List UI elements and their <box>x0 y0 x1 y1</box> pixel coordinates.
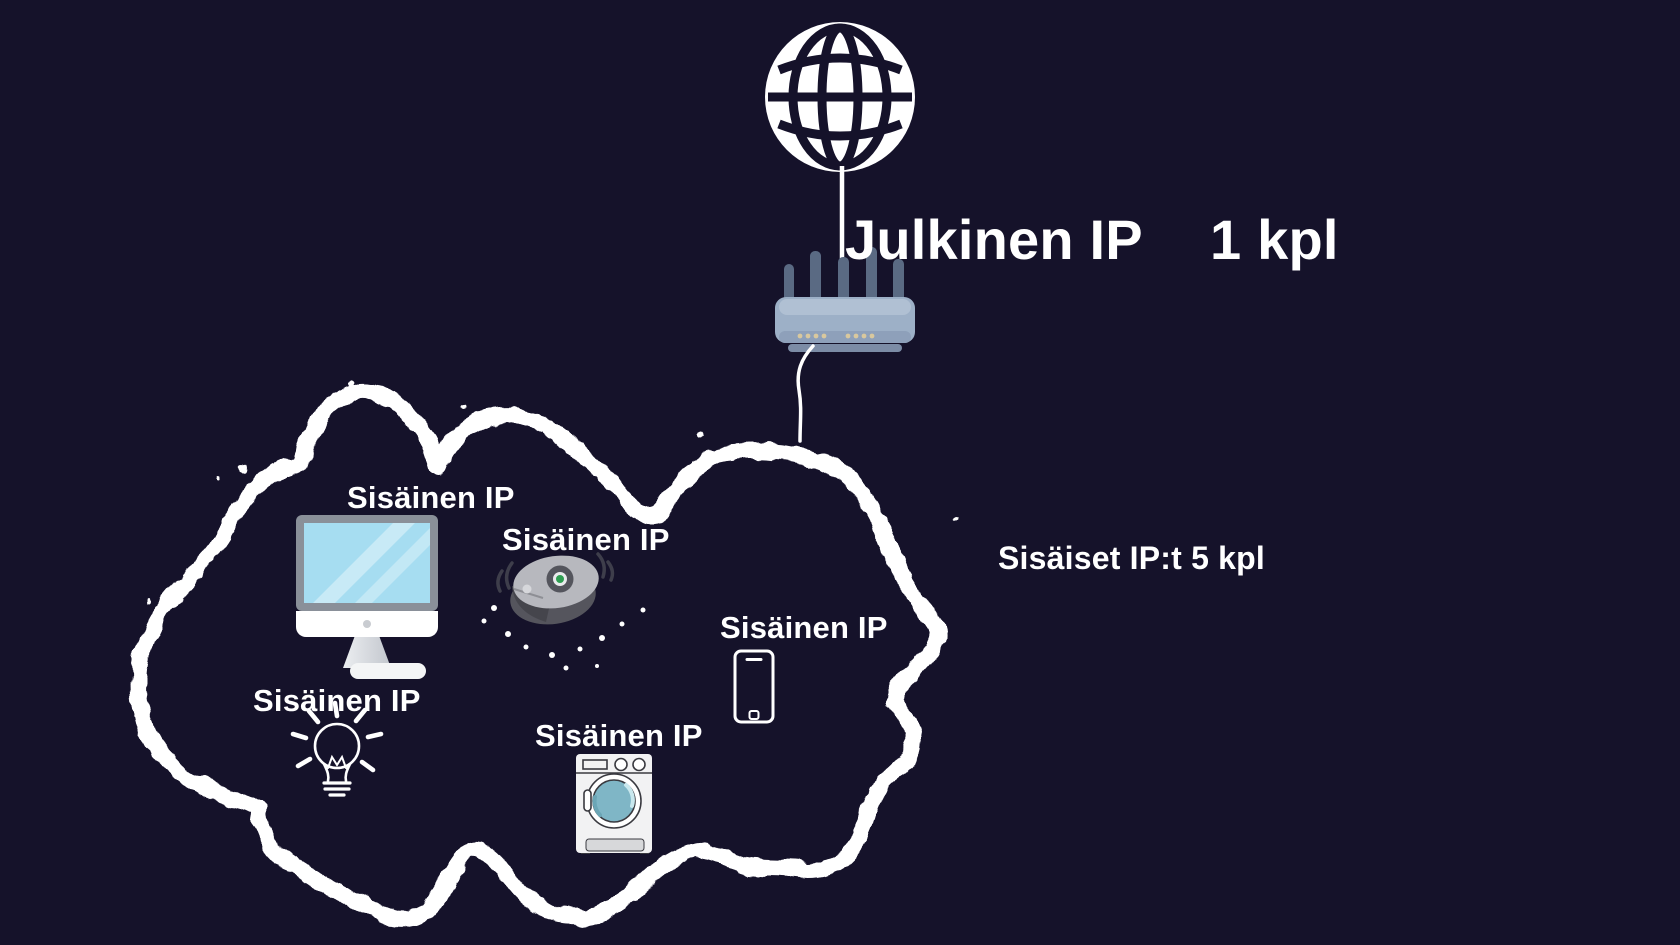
wifi-router-icon <box>775 247 915 352</box>
device-label-computer: Sisäinen IP <box>347 480 515 515</box>
device-label-washer: Sisäinen IP <box>535 718 703 753</box>
device-label-lightbulb: Sisäinen IP <box>253 683 421 718</box>
vacuum-power-dot <box>556 575 564 583</box>
globe-icon <box>765 22 915 172</box>
internal-ip-summary: Sisäiset IP:t 5 kpl <box>998 540 1266 576</box>
cloud-splatter-dots <box>145 380 960 818</box>
public-ip-label: Julkinen IP <box>845 208 1143 271</box>
washing-machine-icon <box>576 754 652 854</box>
device-label-phone: Sisäinen IP <box>720 610 888 645</box>
robot-vacuum-icon <box>481 552 646 671</box>
router-led-lights <box>797 333 875 339</box>
desktop-computer-icon <box>296 515 438 679</box>
lightbulb-icon <box>290 700 384 797</box>
lan-cloud-outline <box>130 380 960 927</box>
smartphone-icon <box>733 649 775 724</box>
dust-specks <box>481 605 646 671</box>
device-label-vacuum: Sisäinen IP <box>502 522 670 557</box>
lightbulb-rays <box>290 700 384 773</box>
public-ip-count: 1 kpl <box>1210 208 1339 271</box>
router-to-lan-cable <box>796 344 815 443</box>
